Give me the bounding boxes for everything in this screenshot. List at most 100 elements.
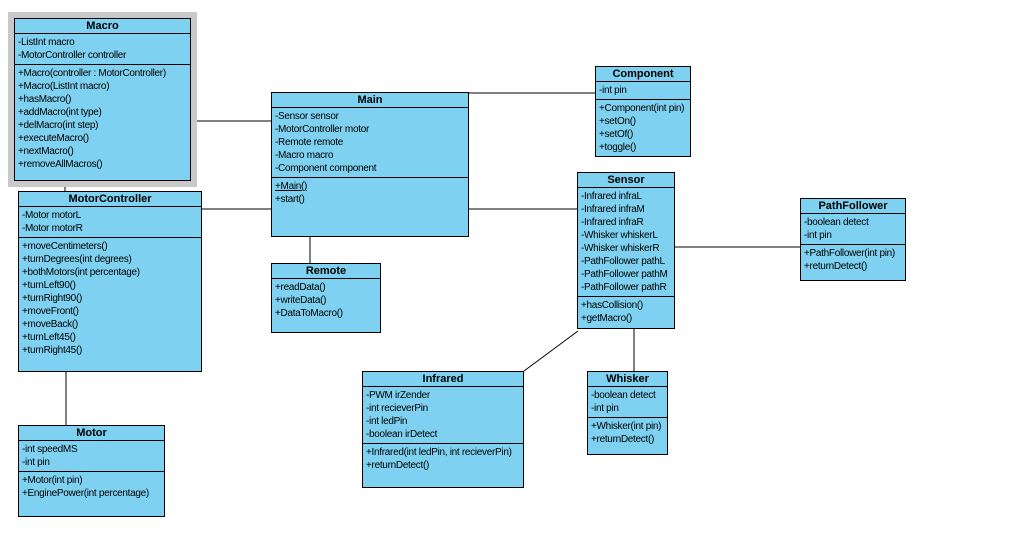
attribute-row: -boolean detect: [591, 390, 656, 401]
method-row: +EnginePower(int percentage): [22, 488, 149, 499]
attribute-row: -Sensor sensor: [275, 111, 339, 122]
method-row: +setOf(): [599, 129, 633, 140]
attributes-compartment-sensor: -Infrared infraL -Infrared infraM -Infrare…: [578, 188, 674, 297]
class-title-macro: Macro: [15, 19, 190, 34]
attribute-row: -ListInt macro: [18, 37, 75, 48]
method-row: +Whisker(int pin): [591, 421, 662, 432]
class-motorcontroller[interactable]: MotorController-Motor motorL-Motor motor…: [18, 191, 202, 372]
attributes-compartment-motorcontroller: -Motor motorL -Motor motorR: [19, 207, 201, 238]
class-title-whisker: Whisker: [588, 372, 667, 387]
attribute-row: -boolean irDetect: [366, 429, 438, 440]
methods-compartment-pathfollower: +PathFollower(int pin) +returnDetect(): [801, 245, 905, 280]
method-row: +turnLeft90(): [22, 280, 76, 291]
attribute-row: -int ledPin: [366, 416, 408, 427]
attribute-row: -boolean detect: [804, 217, 869, 228]
attributes-compartment-infrared: -PWM irZender -int recieverPin -int ledPin…: [363, 387, 523, 444]
method-row: +start(): [275, 194, 305, 205]
class-pathfollower[interactable]: PathFollower -boolean detect -int pin +Path…: [800, 198, 906, 281]
class-sensor[interactable]: Sensor-Infrared infraL-Infrared infraM-I…: [577, 172, 675, 329]
attribute-row: -Whisker whiskerR: [581, 243, 660, 254]
method-row: +Macro(controller : MotorController): [18, 68, 166, 79]
attribute-row: -Whisker whiskerL: [581, 230, 658, 241]
attribute-row: -int pin: [22, 457, 50, 468]
methods-compartment-main: +Main()+start(): [272, 178, 468, 236]
attribute-row: -Infrared infraR: [581, 217, 644, 228]
method-row: +delMacro(int step): [18, 120, 99, 131]
method-row: +Motor(int pin): [22, 475, 83, 486]
methods-compartment-macro: +Macro(controller : MotorController) +Mac…: [15, 65, 190, 180]
method-row: +executeMacro(): [18, 133, 89, 144]
methods-compartment-remote: +readData()+writeData()+DataToMacro(): [272, 279, 380, 332]
class-remote[interactable]: Remote+readData()+writeData()+DataToMacr…: [271, 263, 381, 333]
method-row: +Macro(ListInt macro): [18, 81, 110, 92]
methods-compartment-infrared: +Infrared(int ledPin, int recieverPin) +r…: [363, 444, 523, 487]
attributes-compartment-component: -int pin: [596, 82, 690, 100]
method-row: +addMacro(int type): [18, 107, 102, 118]
methods-compartment-motorcontroller: +moveCentimeters() +turnDegrees(int degre…: [19, 238, 201, 371]
attribute-row: -PathFollower pathM: [581, 269, 668, 280]
method-row: +Component(int pin): [599, 103, 685, 114]
method-row: +hasCollision(): [581, 300, 643, 311]
method-row: +returnDetect(): [591, 434, 655, 445]
class-title-main: Main: [272, 93, 468, 108]
method-row: +Infrared(int ledPin, int recieverPin): [366, 447, 512, 458]
class-component[interactable]: Component -int pin +Component(int pin) +set…: [595, 66, 691, 157]
method-row: +moveCentimeters(): [22, 241, 108, 252]
attribute-row: -Motor motorL: [22, 210, 81, 221]
attributes-compartment-macro: -ListInt macro -MotorController controlle…: [15, 34, 190, 65]
class-macro[interactable]: Macro -ListInt macro -MotorController cont…: [14, 18, 191, 181]
class-infrared[interactable]: Infrared -PWM irZender -int recieverPin -in…: [362, 371, 524, 488]
method-row: +turnRight90(): [22, 293, 82, 304]
method-row: +getMacro(): [581, 313, 632, 324]
attribute-row: -Remote remote: [275, 137, 344, 148]
method-row: +nextMacro(): [18, 146, 74, 157]
attribute-row: -PathFollower pathR: [581, 282, 667, 293]
attribute-row: -int pin: [804, 230, 832, 241]
class-title-infrared: Infrared: [363, 372, 523, 387]
attributes-compartment-motor: -int speedMS -int pin: [19, 441, 164, 472]
connector-sensor-infrared: [523, 330, 579, 372]
method-row: +writeData(): [275, 295, 327, 306]
attribute-row: -MotorController controller: [18, 50, 127, 61]
attribute-row: -int pin: [599, 85, 627, 96]
methods-compartment-component: +Component(int pin)+setOn()+setOf()+togg…: [596, 100, 690, 156]
method-row: +PathFollower(int pin): [804, 248, 895, 259]
attributes-compartment-whisker: -boolean detect-int pin: [588, 387, 667, 418]
method-row: +setOn(): [599, 116, 636, 127]
attributes-compartment-pathfollower: -boolean detect -int pin: [801, 214, 905, 245]
attribute-row: -PWM irZender: [366, 390, 430, 401]
class-title-motorcontroller: MotorController: [19, 192, 201, 207]
method-row: +bothMotors(int percentage): [22, 267, 140, 278]
class-title-pathfollower: PathFollower: [801, 199, 905, 214]
class-motor[interactable]: Motor -int speedMS -int pin +Motor(int pin)…: [18, 425, 165, 517]
methods-compartment-motor: +Motor(int pin) +EnginePower(int percenta…: [19, 472, 164, 516]
class-whisker[interactable]: Whisker-boolean detect-int pin+Whisker(i…: [587, 371, 668, 455]
attribute-row: -Motor motorR: [22, 223, 83, 234]
method-row: +turnLeft45(): [22, 332, 76, 343]
method-row: +removeAllMacros(): [18, 159, 103, 170]
attribute-row: -PathFollower pathL: [581, 256, 665, 267]
method-row: +returnDetect(): [366, 460, 430, 471]
attribute-row: -Infrared infraM: [581, 204, 645, 215]
class-main[interactable]: Main-Sensor sensor-MotorController motor…: [271, 92, 469, 237]
class-title-motor: Motor: [19, 426, 164, 441]
method-row: +returnDetect(): [804, 261, 868, 272]
method-row: +readData(): [275, 282, 326, 293]
method-row: +moveBack(): [22, 319, 78, 330]
attribute-row: -int recieverPin: [366, 403, 428, 414]
class-title-remote: Remote: [272, 264, 380, 279]
attribute-row: -Component component: [275, 163, 377, 174]
method-row: +turnDegrees(int degrees): [22, 254, 132, 265]
method-row: +moveFront(): [22, 306, 79, 317]
methods-compartment-sensor: +hasCollision() +getMacro(): [578, 297, 674, 328]
attribute-row: -int speedMS: [22, 444, 78, 455]
method-row: +hasMacro(): [18, 94, 72, 105]
class-title-sensor: Sensor: [578, 173, 674, 188]
attribute-row: -Infrared infraL: [581, 191, 642, 202]
attributes-compartment-main: -Sensor sensor-MotorController motor-Rem…: [272, 108, 468, 178]
methods-compartment-whisker: +Whisker(int pin) +returnDetect(): [588, 418, 667, 454]
class-title-component: Component: [596, 67, 690, 82]
method-row: +turnRight45(): [22, 345, 82, 356]
